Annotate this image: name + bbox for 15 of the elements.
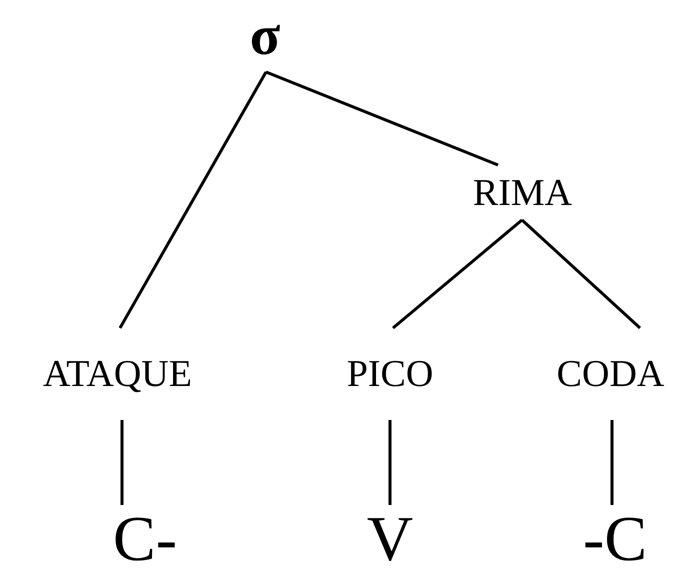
tree-branch xyxy=(392,218,523,330)
root-symbol: σ xyxy=(250,8,280,64)
node-label: -C xyxy=(583,507,647,571)
tree-branch xyxy=(610,420,614,505)
tree-branch xyxy=(118,71,268,329)
tree-branch xyxy=(120,420,124,505)
tree-branch xyxy=(265,70,499,166)
tree-branch xyxy=(520,218,642,330)
node-label: RIMA xyxy=(472,174,572,212)
node-label: C- xyxy=(113,507,177,571)
node-label: PICO xyxy=(346,355,434,393)
tree-branch xyxy=(388,420,392,505)
node-label: CODA xyxy=(556,355,664,393)
node-label: ATAQUE xyxy=(43,355,192,393)
node-label: V xyxy=(366,507,414,571)
